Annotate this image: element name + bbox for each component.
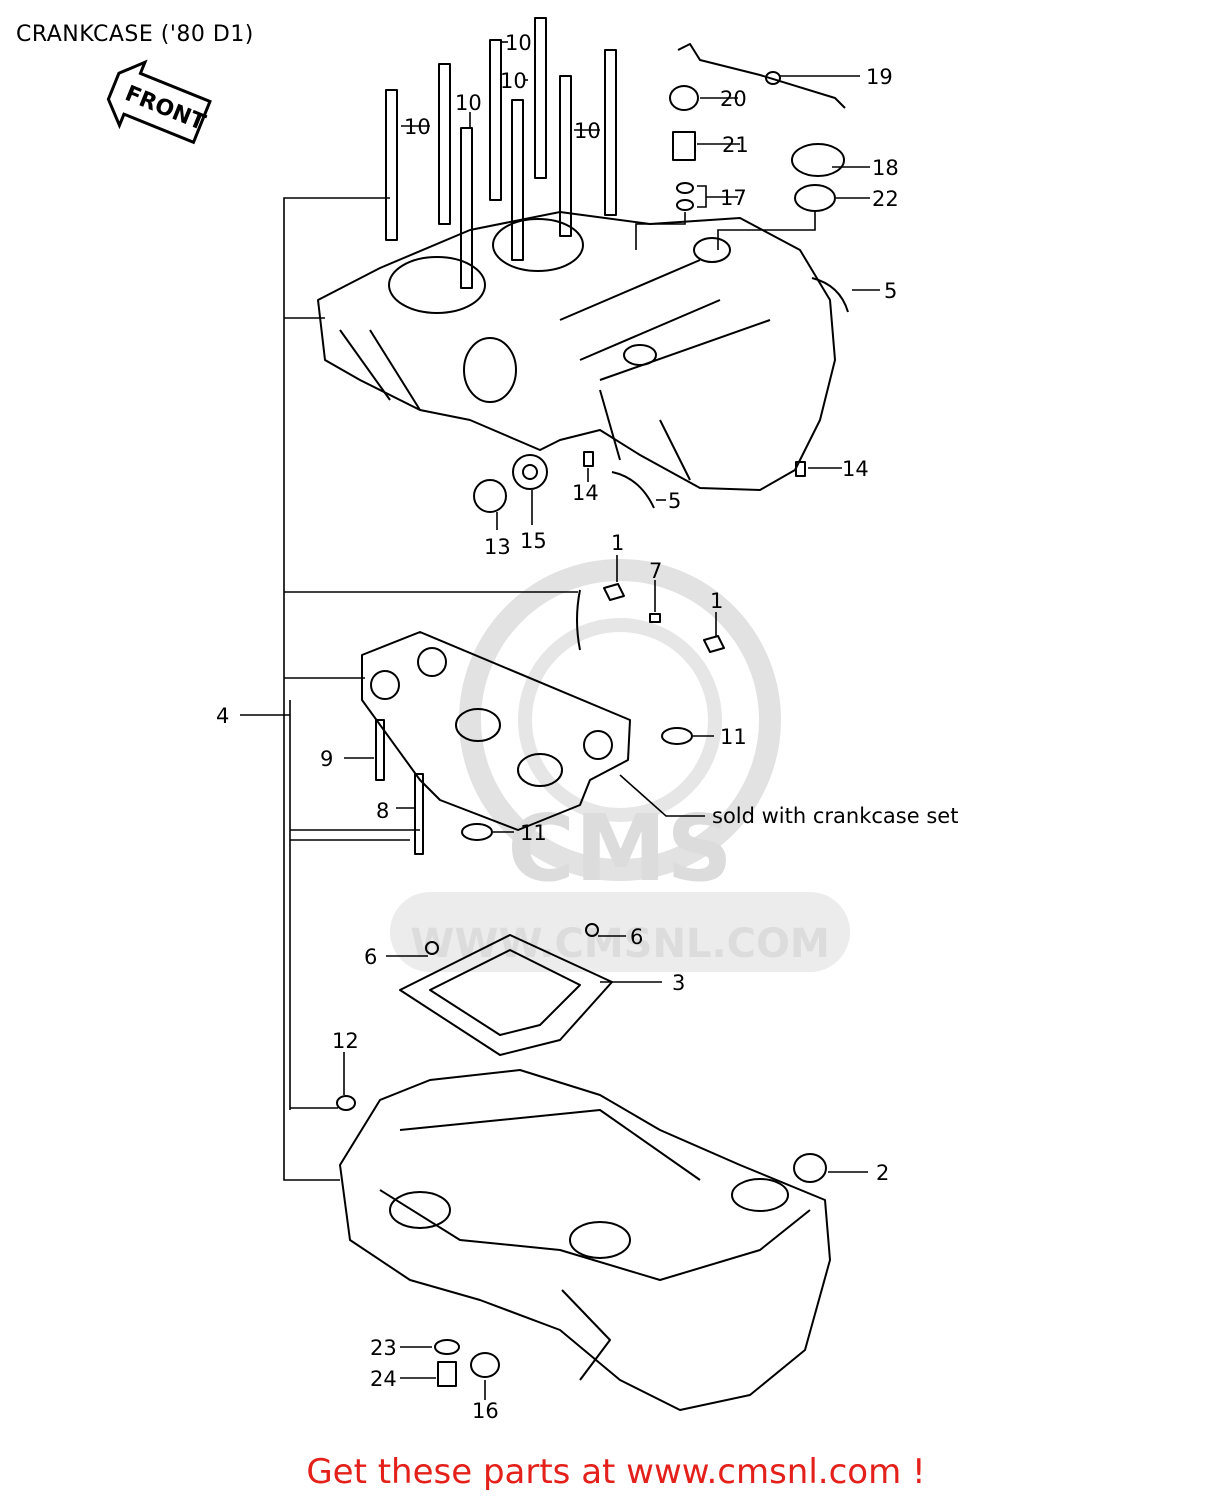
callout-23: 23 [370, 1336, 397, 1360]
callout-3: 3 [672, 971, 685, 995]
callout-24: 24 [370, 1367, 397, 1391]
callout-19: 19 [866, 65, 893, 89]
note-sold-with-crankcase-set: sold with crankcase set [712, 804, 958, 828]
crankcase-exploded-diagram: CMS WWW.CMSNL.COM FRONT [106, 17, 958, 1423]
callout-8: 8 [376, 799, 389, 823]
cylinder-studs [385, 17, 617, 289]
callout-10-d: 10 [500, 69, 527, 93]
lower-crankcase [336, 1069, 831, 1411]
callout-10-e: 10 [574, 119, 601, 143]
watermark-brand: CMS [507, 795, 732, 902]
callout-15: 15 [520, 529, 547, 553]
assembly-bracket [240, 197, 578, 1181]
callout-21: 21 [722, 133, 749, 157]
callout-labels: 10 10 10 10 10 19 20 21 17 18 22 5 14 14… [216, 31, 958, 1423]
callout-11-a: 11 [720, 725, 747, 749]
watermark: CMS WWW.CMSNL.COM [390, 559, 850, 972]
callout-1-b: 1 [710, 589, 723, 613]
watermark-url: WWW.CMSNL.COM [410, 921, 830, 967]
callout-5-a: 5 [884, 279, 897, 303]
callout-1-a: 1 [611, 531, 624, 555]
callout-9: 9 [320, 747, 333, 771]
callout-22: 22 [872, 187, 899, 211]
callout-leaders [343, 41, 880, 1400]
callout-20: 20 [720, 87, 747, 111]
callout-6-b: 6 [364, 945, 377, 969]
callout-2: 2 [876, 1161, 889, 1185]
footer-link[interactable]: Get these parts at www.cmsnl.com ! [306, 1452, 926, 1492]
callout-6-a: 6 [630, 925, 643, 949]
callout-14-a: 14 [842, 457, 869, 481]
callout-10-c: 10 [505, 31, 532, 55]
oil-pressure-switch-parts [473, 43, 849, 513]
callout-11-b: 11 [520, 821, 547, 845]
callout-7: 7 [649, 559, 662, 583]
oil-screen-plate [399, 923, 613, 1056]
callout-5-b: 5 [668, 489, 681, 513]
callout-16: 16 [472, 1399, 499, 1423]
callout-13: 13 [484, 535, 511, 559]
callout-4: 4 [216, 704, 229, 728]
callout-14-b: 14 [572, 481, 599, 505]
crankshaft-bearing-caps [361, 583, 725, 855]
upper-crankcase [317, 211, 836, 491]
callout-18: 18 [872, 156, 899, 180]
callout-17: 17 [720, 186, 747, 210]
callout-10-b: 10 [455, 91, 482, 115]
page-title: CRANKCASE ('80 D1) [16, 22, 254, 47]
callout-10-a: 10 [404, 115, 431, 139]
front-arrow-icon: FRONT [106, 59, 212, 145]
callout-12: 12 [332, 1029, 359, 1053]
